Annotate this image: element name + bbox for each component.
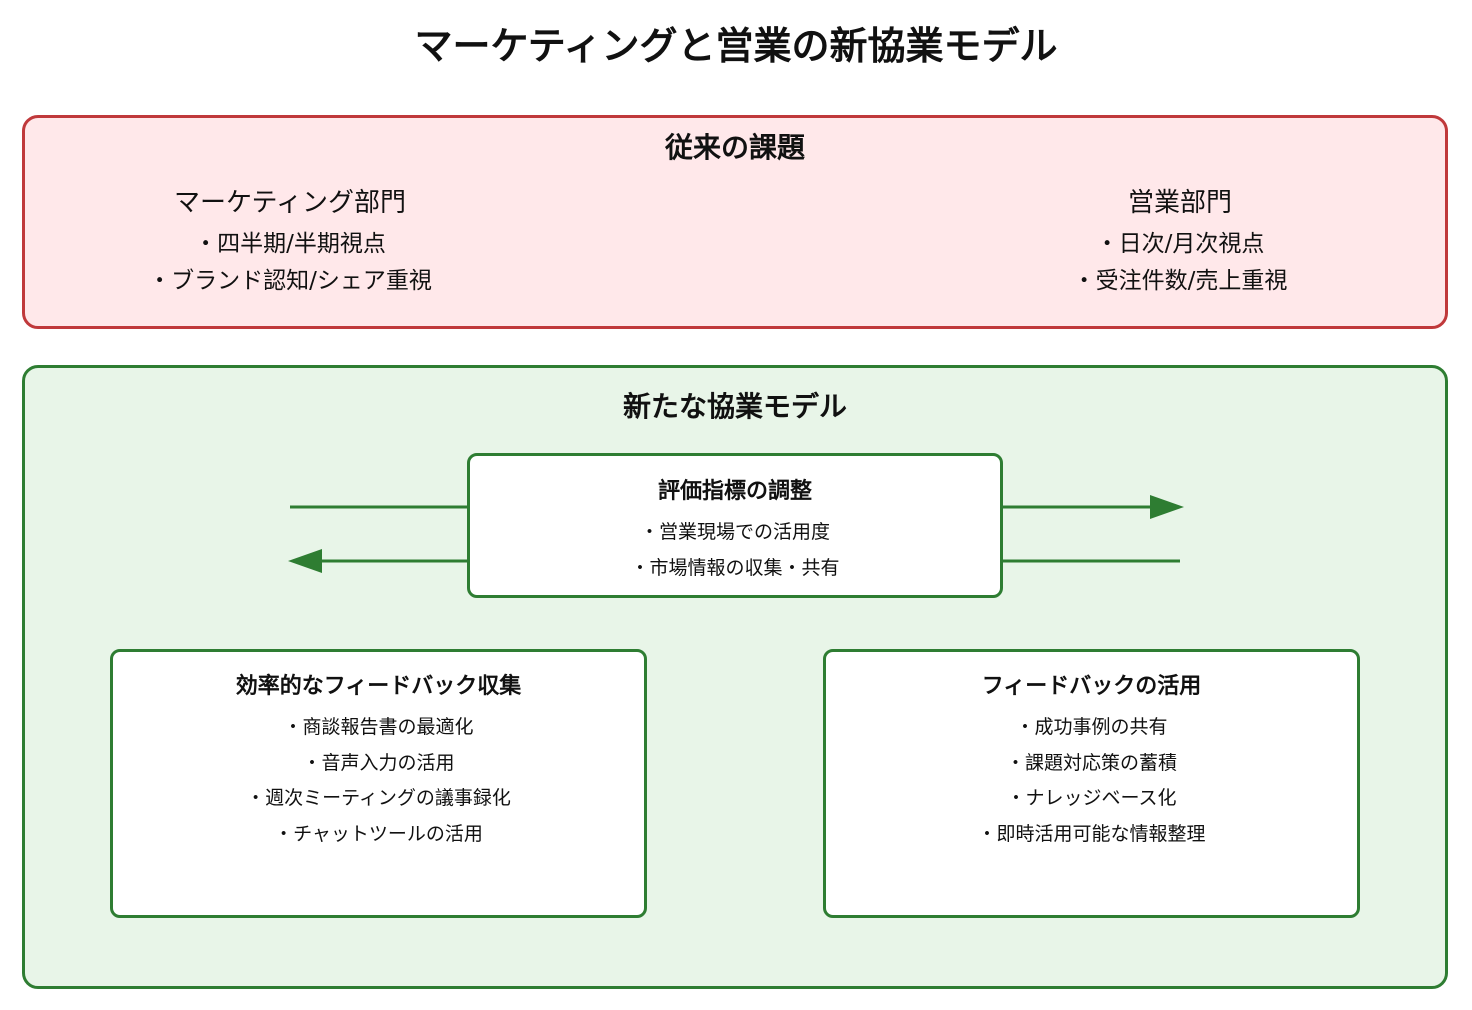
page-title: マーケティングと営業の新協業モデル xyxy=(414,24,1058,68)
sales-point: ・日次/月次視点 xyxy=(1095,231,1265,257)
sales-dept: 営業部門 ・日次/月次視点 ・受注件数/売上重視 xyxy=(980,186,1380,300)
utilization-point: ・課題対応策の蓄積 xyxy=(1005,751,1177,774)
model-title: 新たな協業モデル xyxy=(622,390,847,423)
arrow-right-icon xyxy=(1150,495,1184,519)
collection-point: ・週次ミーティングの議事録化 xyxy=(246,787,511,809)
collection-point: ・音声入力の活用 xyxy=(302,751,455,774)
utilization-point: ・即時活用可能な情報整理 xyxy=(977,822,1206,845)
sales-point: ・受注件数/売上重視 xyxy=(1072,268,1288,294)
utilization-card-title: フィードバックの活用 xyxy=(981,674,1202,699)
metrics-card: 評価指標の調整 ・営業現場での活用度 ・市場情報の収集・共有 xyxy=(467,453,1003,598)
marketing-dept-name: マーケティング部門 xyxy=(174,188,406,218)
sales-dept-name: 営業部門 xyxy=(1127,188,1232,218)
challenges-title: 従来の課題 xyxy=(664,131,805,164)
metrics-point: ・営業現場での活用度 xyxy=(639,521,830,543)
arrow-left-icon xyxy=(288,549,322,573)
metrics-point: ・市場情報の収集・共有 xyxy=(630,556,840,579)
collection-point: ・商談報告書の最適化 xyxy=(283,716,474,738)
collection-card: 効率的なフィードバック収集 ・商談報告書の最適化 ・音声入力の活用 ・週次ミーテ… xyxy=(110,649,647,918)
challenges-panel xyxy=(22,115,1448,329)
metrics-card-title: 評価指標の調整 xyxy=(657,479,812,504)
marketing-point: ・ブランド認知/シェア重視 xyxy=(148,268,432,294)
utilization-card: フィードバックの活用 ・成功事例の共有 ・課題対応策の蓄積 ・ナレッジベース化 … xyxy=(823,649,1360,918)
collection-point: ・チャットツールの活用 xyxy=(274,822,483,845)
marketing-dept: マーケティング部門 ・四半期/半期視点 ・ブランド認知/シェア重視 xyxy=(90,186,490,300)
utilization-point: ・成功事例の共有 xyxy=(1015,716,1168,738)
marketing-point: ・四半期/半期視点 xyxy=(194,231,386,257)
utilization-point: ・ナレッジベース化 xyxy=(1006,787,1177,809)
collection-card-title: 効率的なフィードバック収集 xyxy=(235,674,522,699)
